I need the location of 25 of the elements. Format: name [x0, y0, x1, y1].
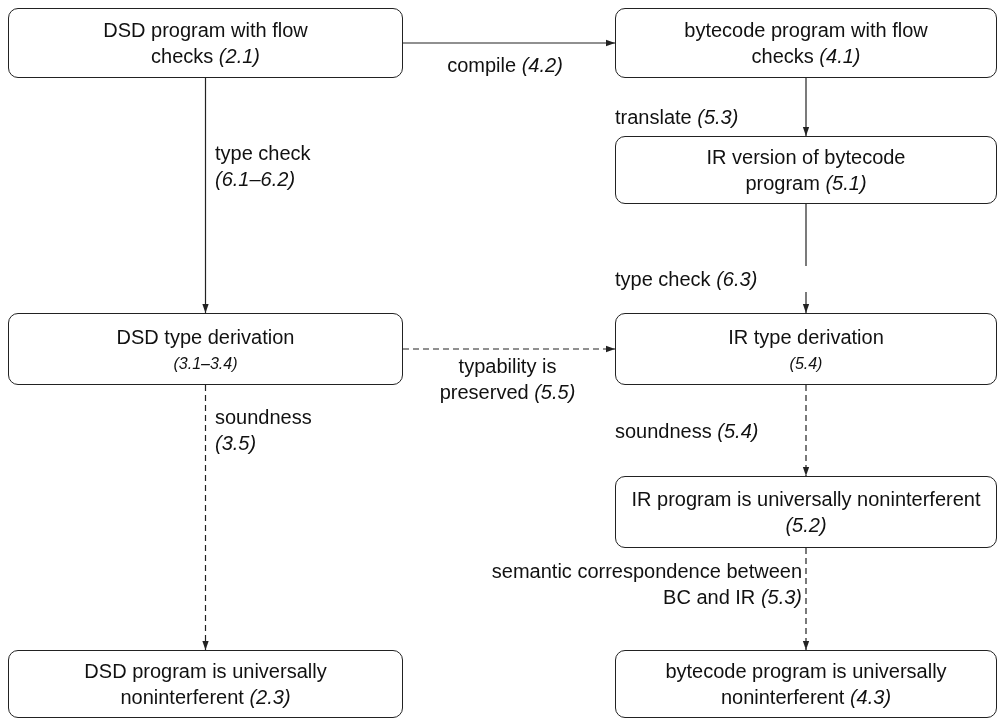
dashed-arrow — [202, 384, 209, 651]
rounded-box — [615, 313, 997, 385]
node-text: DSD program is universally noninterferent (2.3) — [83, 659, 328, 710]
node-text: IR version of bytecode program (5.1) — [705, 145, 907, 196]
arrow — [402, 39, 616, 47]
arrow — [202, 77, 209, 314]
arrow — [802, 77, 810, 137]
node-text: IR type derivation — [728, 324, 884, 350]
rounded-box — [615, 650, 997, 718]
rounded-box — [615, 476, 997, 548]
dashed-arrow — [802, 547, 810, 651]
dashed-arrow — [402, 345, 616, 353]
dashed-arrow — [802, 384, 810, 477]
node-text: DSD type derivation — [116, 324, 295, 350]
node-text: IR program is universally noninterferent (5.2) — [630, 487, 982, 538]
node-text: bytecode program with flow checks (4.1) — [683, 18, 929, 69]
rounded-box — [615, 8, 997, 78]
node-text: bytecode program is universally noninterferent (4.3) — [664, 659, 948, 710]
section-reference: (3.1–3.4) — [173, 353, 238, 374]
rounded-box — [8, 8, 403, 78]
node-text: DSD program with flow checks (2.1) — [102, 18, 309, 69]
rounded-box — [8, 650, 403, 718]
rounded-box — [8, 313, 403, 385]
rounded-box — [615, 136, 997, 204]
section-reference: (5.4) — [789, 353, 823, 374]
